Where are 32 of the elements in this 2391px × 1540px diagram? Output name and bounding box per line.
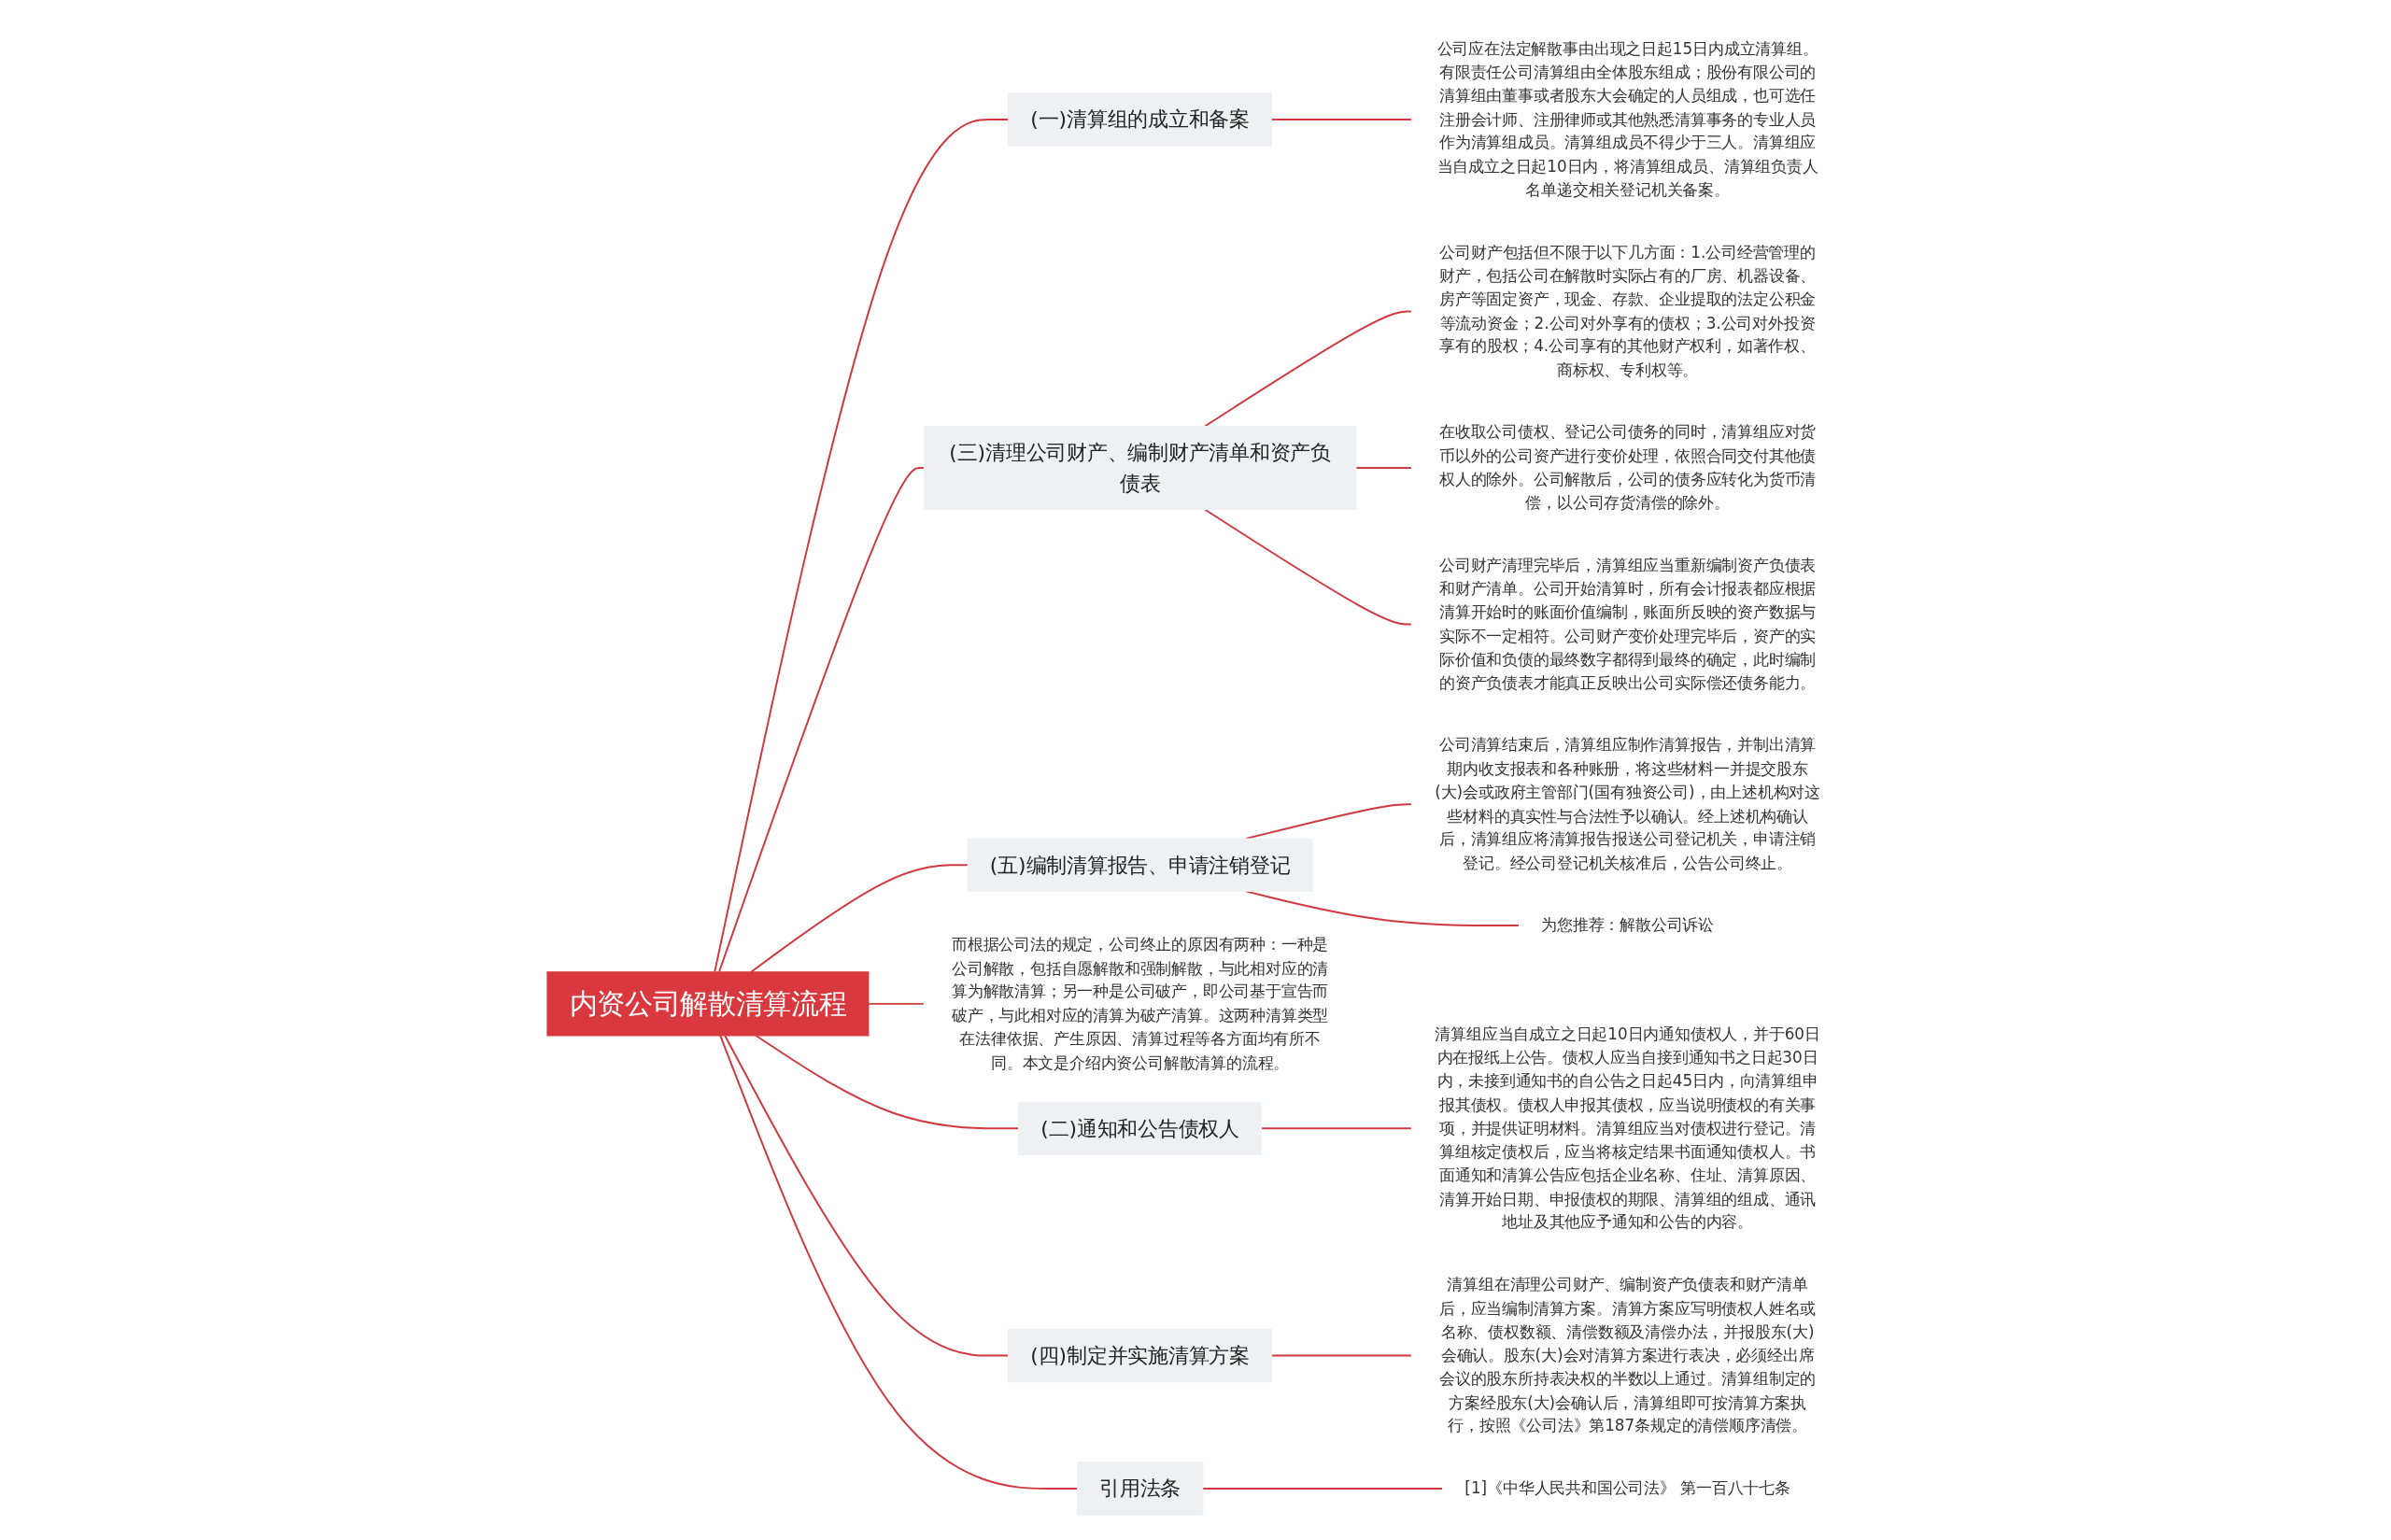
node-text: 公司应在法定解散事由出现之日起15日内成立清算组。有限责任公司清算组由全体股东组成；股份有限公司的清算组由董事或者股东大会确定的人员组成，也可选任注册会计师、注册律师或其他熟悉清算事务的专业人员作为清算组成员。清算组成员不得少于三人。清算组应当自成立之日起10日内，将清算组成员、清算组负责人名单递交相关登记机关备案。 [1436,38,1818,199]
node-text: 公司清算结束后，清算组应制作清算报告，并制出清算期内收支报表和各种账册，将这些材料一并提交股东(大)会或政府主管部门(国有独资公司)，由上述机构对这些材料的真实性与合法性予以确认。经上述机构确认后，清算组应将清算报告报送公司登记机关，申请注销登记。经公司登记机关核准后，公告公司终止。 [1435,735,1821,871]
node-text: 公司财产清理完毕后，清算组应当重新编制资产负债表和财产清单。公司开始清算时，所有会计报表都应根据清算开始时的账面价值编制，账面所反映的资产数据与实际不一定相符。公司财产变价处理完毕后，资产的实际价值和负债的最终数字都得到最终的确定，此时编制的资产负债表才能真正反映出公司实际偿还债务能力。 [1438,555,1817,692]
connector [755,1034,1020,1129]
connector [719,1034,1079,1490]
connector [1270,1354,1413,1357]
node-box: 引用法条 [1076,1461,1204,1516]
node-box: (五)编制清算报告、申请注销登记 [967,838,1313,892]
node-text: 而根据公司法的规定，公司终止的原因有两种：一种是公司解散，包括自愿解散和强制解散，与此相对应的清算为解散清算；另一种是公司破产，即公司基于宣告而破产，与此相对应的清算为破产清算。这两种清算类型在法律依据、产生原因、清算过程等各方面均有所不同。本文是介绍内资公司解散清算的流程。 [951,934,1329,1071]
connector [750,863,969,973]
node-text: 在收取公司债权、登记公司债务的同时，清算组应对货币以外的公司资产进行变价处理，依照合同交付其他债权人的除外。公司解散后，公司的债务应转化为货币清偿，以公司存货清偿的除外。 [1438,422,1817,512]
connector [1270,118,1413,120]
node-box: 内资公司解散清算流程 [546,970,870,1036]
node-box: (四)制定并实施清算方案 [1008,1328,1273,1382]
node-text: 清算组应当自成立之日起10日内通知债权人，并于60日内在报纸上公告。债权人应当自接到通知书之日起30日内，未接到通知书的自公告之日起45日内，向清算组申报其债权。债权人申报其债权，应当说明债权的有关事项，并提供证明材料。清算组应当对债权进行登记。清算组核定债权后，应当将核定结果书面通知债权人。书面通知和清算公告应包括企业名称、住址、清算原因、清算开始日期、申报债权的期限、清算组的组成、通讯地址及其他应予通知和公告的内容。 [1435,1024,1820,1231]
node-text: 清算组在清理公司财产、编制资产负债表和财产清单后，应当编制清算方案。清算方案应写明债权人姓名或名称、债权数额、清偿数额及清偿办法，并报股东(大)会确认。股东(大)会对清算方案进行表决，必须经出席会议的股东所持表决权的半数以上通过。清算组制定的方案经股东(大)会确认后，清算组即可按清算方案执行，按照《公司法》第187条规定的清偿顺序清偿。 [1438,1274,1817,1434]
node-text: 公司财产包括但不限于以下几方面：1.公司经营管理的财产，包括公司在解散时实际占有的厂房、机器设备、房产等固定资产，现金、存款、企业提取的法定公积金等流动资金；2.公司对外享有的债权；3.公司对外投资享有的股权；4.公司享有的其他财产权利，如著作权、商标权、专利权等。 [1438,242,1817,379]
connector [714,118,1010,973]
node-text: 为您推荐：解散公司诉讼 [1541,914,1715,934]
connector [868,1002,926,1005]
connector [1260,1126,1413,1129]
connector [1201,1487,1444,1490]
connector [718,466,926,973]
connector [1245,889,1521,926]
node-box: (二)通知和公告债权人 [1018,1101,1263,1155]
connector [724,1034,1010,1357]
node-box: (一)清算组的成立和备案 [1008,92,1273,147]
node-box: (三)清理公司财产、编制财产清单和资产负债表 [923,425,1357,510]
node-text: [1]《中华人民共和国公司法》 第一百八十七条 [1464,1477,1790,1497]
connector [1355,466,1413,469]
connector [1204,309,1413,427]
connector [1204,507,1413,626]
